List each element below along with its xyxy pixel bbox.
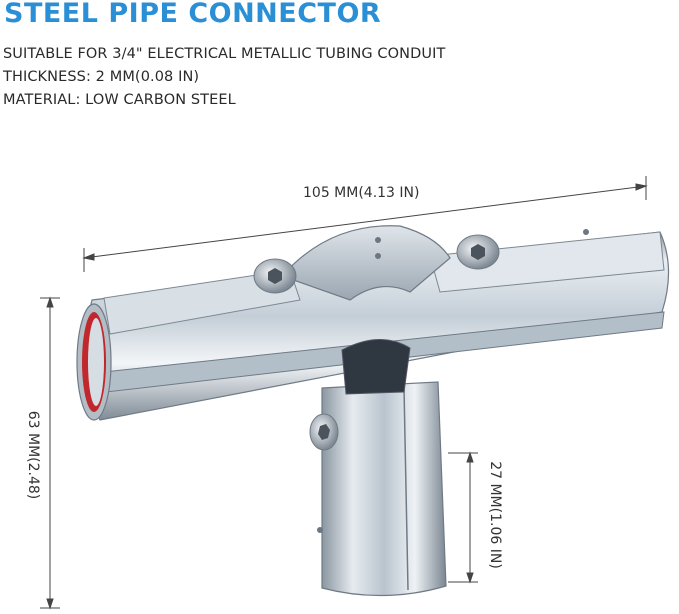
tube-dimension-line — [448, 451, 478, 584]
spec-compatibility: SUITABLE FOR 3/4" ELECTRICAL METALLIC TU… — [3, 46, 446, 62]
product-title: STEEL PIPE CONNECTOR — [4, 0, 382, 29]
spec-list: SUITABLE FOR 3/4" ELECTRICAL METALLIC TU… — [3, 43, 445, 112]
tube-dimension-label: 27 MM(1.06 IN) — [487, 461, 503, 569]
bolt-vertical — [309, 413, 339, 451]
hole — [375, 237, 381, 243]
width-dimension-line — [82, 176, 648, 272]
height-dimension-label: 63 MM(2.48) — [25, 410, 41, 500]
bolt-left — [253, 258, 297, 294]
connector-body — [76, 225, 670, 597]
height-dimension-line — [40, 296, 60, 610]
spec-material: MATERIAL: LOW CARBON STEEL — [3, 92, 236, 108]
hole — [317, 527, 323, 533]
spec-thickness: THICKNESS: 2 MM(0.08 IN) — [3, 69, 200, 85]
hole — [583, 229, 589, 235]
width-dimension-label: 105 MM(4.13 IN) — [303, 185, 420, 201]
bolt-right — [456, 234, 500, 270]
hole — [375, 253, 381, 259]
